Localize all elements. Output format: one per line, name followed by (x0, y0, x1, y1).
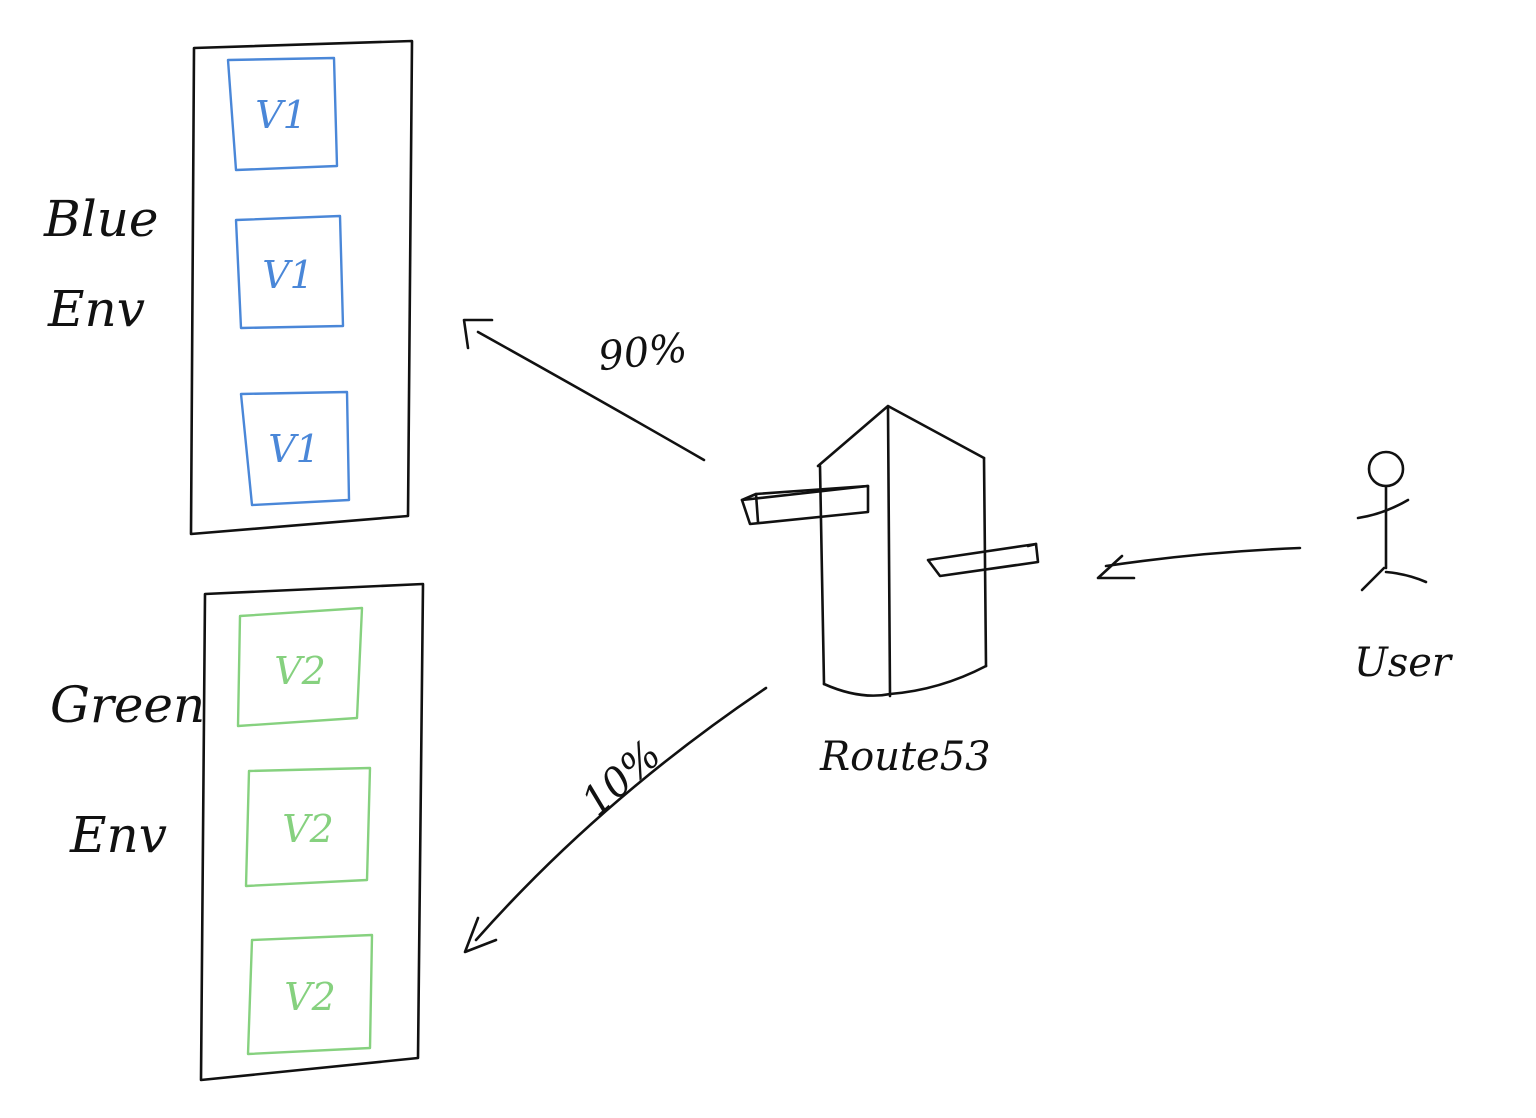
blue-env-label-line2: Env (47, 280, 145, 338)
stick-figure-icon (1356, 450, 1428, 592)
blue-instance-3: V1 (239, 390, 351, 507)
green-environment: V2 V2 V2 Green Env (50, 582, 425, 1082)
route53-node: Route53 (740, 404, 1040, 780)
blue-instance-version: V1 (268, 427, 320, 471)
green-env-label-line1: Green (50, 676, 205, 734)
green-env-container (199, 582, 425, 1082)
blue-environment: V1 V1 V1 Blue Env (43, 39, 414, 536)
blue-instance-box (226, 56, 339, 172)
user-arrow-head-icon (1096, 554, 1136, 580)
blue-instance-1: V1 (226, 56, 339, 172)
blue-instance-2: V1 (234, 214, 345, 330)
blue-instance-box (234, 214, 345, 330)
green-instance-box (246, 933, 374, 1056)
server-icon (740, 404, 1040, 698)
green-traffic-percentage: 10% (573, 732, 670, 826)
green-env-label-line2: Env (69, 806, 167, 864)
user-arrow-line (1104, 546, 1302, 568)
route53-label: Route53 (819, 734, 991, 780)
green-instance-box (244, 766, 372, 888)
user-to-router-arrow (1096, 546, 1302, 580)
user-label: User (1354, 640, 1454, 686)
green-instance-2: V2 (244, 766, 372, 888)
blue-env-label-line1: Blue (43, 190, 159, 248)
user-node: User (1354, 450, 1454, 686)
blue-traffic-percentage: 90% (596, 325, 689, 380)
green-instance-version: V2 (282, 807, 334, 851)
blue-arrow-line (476, 330, 706, 462)
green-instance-box (236, 606, 364, 728)
blue-instance-version: V1 (255, 93, 307, 137)
green-arrow-head-icon (463, 916, 498, 954)
blue-arrow-head-icon (462, 318, 494, 350)
green-traffic-arrow (463, 686, 768, 954)
blue-traffic-arrow (462, 318, 706, 462)
green-instance-version: V2 (274, 649, 326, 693)
green-arrow-line (474, 686, 768, 942)
green-instance-1: V2 (236, 606, 364, 728)
blue-instance-box (239, 390, 351, 507)
green-instance-version: V2 (284, 975, 336, 1019)
green-instance-3: V2 (246, 933, 374, 1056)
blue-instance-version: V1 (262, 253, 314, 297)
blue-env-container (189, 39, 414, 536)
